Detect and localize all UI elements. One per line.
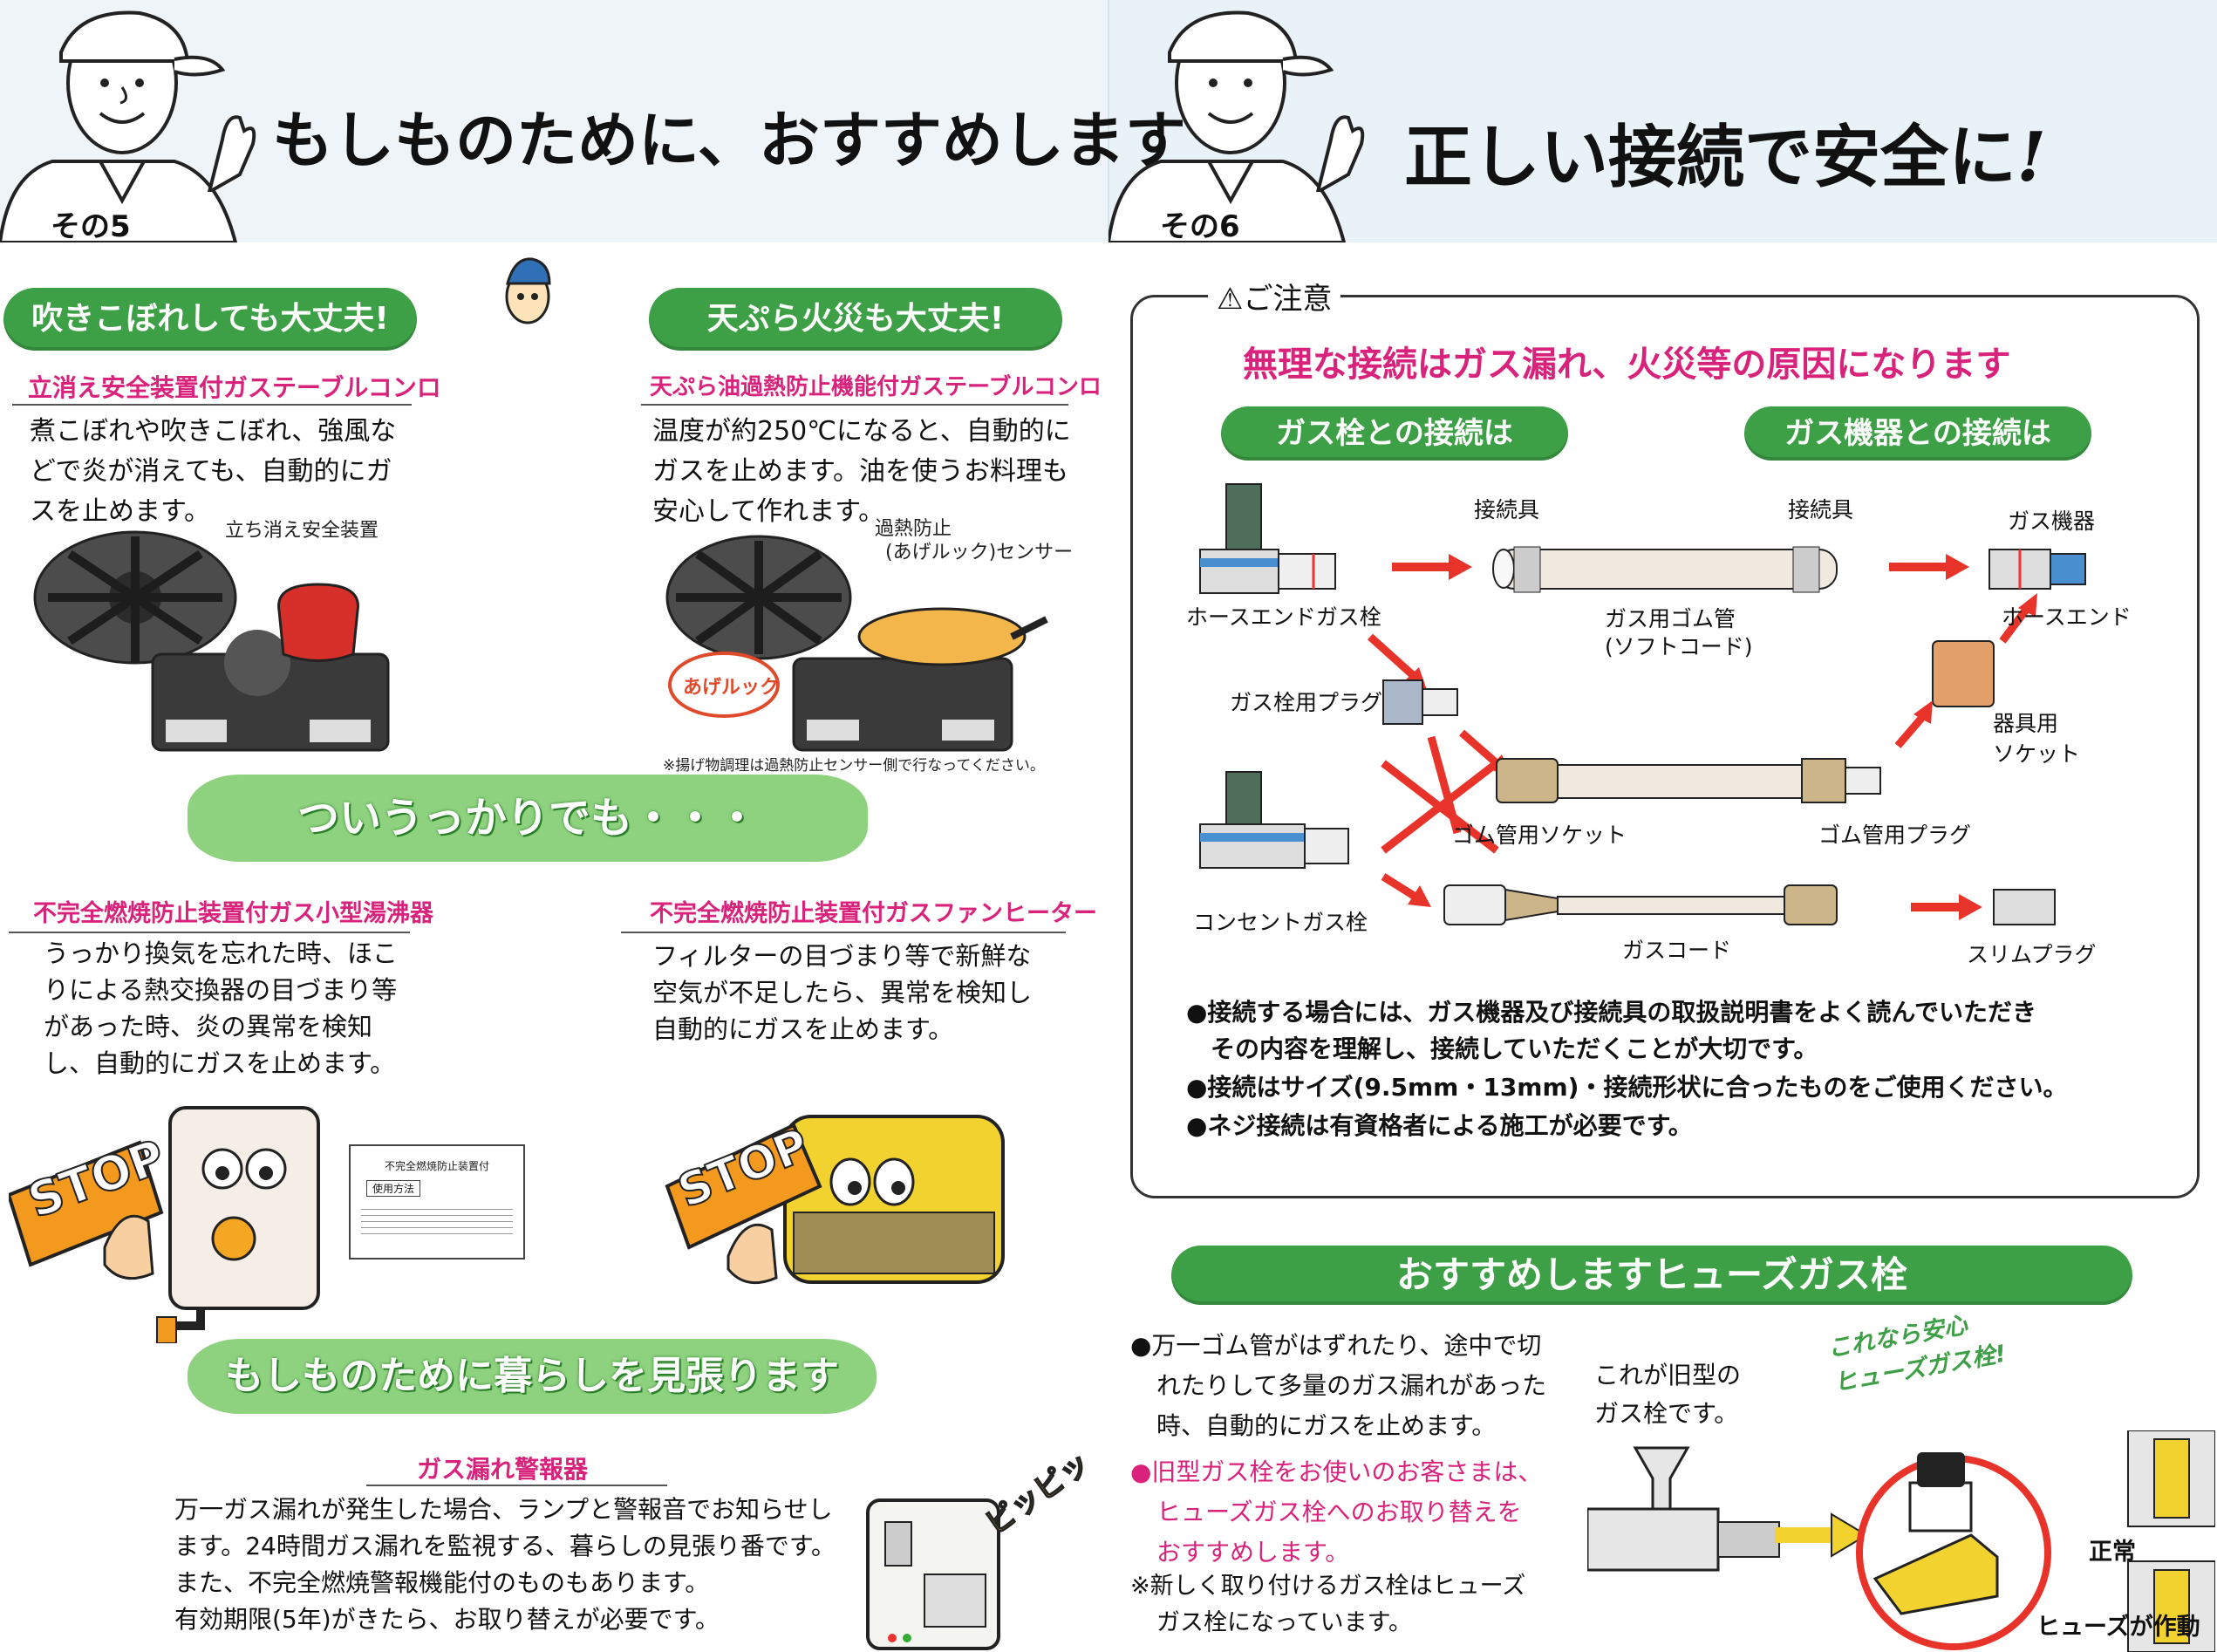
- water-heater-stop-illustration: [9, 1106, 320, 1343]
- section3-rule: [9, 932, 410, 933]
- gas-cord-label: ガスコード: [1622, 938, 1732, 963]
- right-page-title: 正しい接続で安全に!: [1404, 118, 2047, 197]
- appliance-connection-pill: ガス機器との接続は: [1744, 406, 2091, 461]
- fuse-active-label: ヒューズが作動: [2036, 1614, 2200, 1641]
- mascot-hand-right: [1315, 115, 1365, 192]
- gas-stove-illustration-2: [665, 535, 1048, 752]
- outlet-valve-label: コンセントガス栓: [1193, 910, 1368, 935]
- caution-box: [1130, 295, 2200, 1198]
- label-card-usage: 使用方法: [366, 1180, 421, 1197]
- hose-end-valve-label: ホースエンドガス栓: [1186, 604, 1381, 630]
- mini-mascot-icon: [505, 257, 551, 324]
- valve-plug-label: ガス栓用プラグ: [1230, 690, 1383, 715]
- section2-callout-1: 過熱防止: [875, 518, 952, 540]
- rubber-plug-label: ゴム管用プラグ: [1818, 823, 1972, 848]
- careless-banner: ついうっかりでも・・・: [188, 775, 868, 862]
- gas-stove-illustration-1: [33, 530, 390, 752]
- rubber-hose-label-1: ガス用ゴム管: [1605, 606, 1736, 631]
- gas-appliance-label: ガス機器: [2008, 509, 2096, 534]
- connection-diagram: [1199, 483, 2086, 925]
- caution-bullet-2: ●接続はサイズ(9.5mm・13mm)・接続形状に合ったものをご使用ください。: [1186, 1073, 2068, 1102]
- caution-headline: 無理な接続はガス漏れ、火災等の原因になります: [1243, 345, 2011, 385]
- tempura-safe-pill: 天ぷら火災も大丈夫!: [649, 288, 1062, 351]
- watch-banner: もしものために暮らしを見張ります: [188, 1339, 877, 1414]
- caution-bullet-3: ●ネジ接続は有資格者による施工が必要です。: [1186, 1111, 1693, 1140]
- agelook-badge: [668, 652, 780, 718]
- fuse-body-2: ●旧型ガス栓をお使いのお客さまは、ヒューズガス栓へのお取り替えをおすすめします。: [1130, 1457, 1543, 1567]
- label-card-title: 不完全燃焼防止装置付: [384, 1160, 489, 1172]
- section2-rule: [641, 404, 1068, 406]
- warning-label-card: 不完全燃焼防止装置付 使用方法: [349, 1144, 525, 1259]
- section-badge-6: その6: [1160, 209, 1240, 244]
- left-page-title: もしものために、おすすめします: [272, 104, 1186, 176]
- warning-triangle-icon: ⚠: [1217, 282, 1244, 317]
- valve-connection-pill: ガス栓との接続は: [1221, 406, 1568, 461]
- section1-rule: [12, 404, 412, 406]
- old-valve-label: これが旧型のガス栓です。: [1594, 1361, 1742, 1428]
- caution-bullet-1-cont: その内容を理解し、接続していただくことが大切です。: [1211, 1034, 1818, 1063]
- gas-leak-alarm-illustration: [866, 1498, 1000, 1650]
- section2-callout-2: (あげルック)センサー: [885, 542, 1074, 563]
- connector-right-label: 接続具: [1788, 497, 1854, 522]
- section5-body: 万一ガス漏れが発生した場合、ランプと警報音でお知らせします。24時間ガス漏れを監…: [174, 1495, 836, 1634]
- mascot-worker-right: [1108, 10, 1347, 242]
- fuse-valve-pill: おすすめしますヒューズガス栓: [1171, 1246, 2132, 1305]
- new-valve-label: これなら安心ヒューズガス栓!: [1825, 1311, 2009, 1397]
- mascot-worker-left: [0, 10, 238, 242]
- fan-heater-stop-illustration: [665, 1115, 1005, 1285]
- device-socket-label-1: 器具用: [1993, 711, 2059, 736]
- label-card-text-lines: [361, 1204, 513, 1235]
- section5-subtitle: ガス漏れ警報器: [417, 1455, 589, 1484]
- normal-state-label: 正常: [2089, 1539, 2136, 1566]
- page-divider: [1108, 0, 1109, 242]
- rubber-socket-label: ゴム管用ソケット: [1452, 823, 1627, 848]
- caution-bullet-1: ●接続する場合には、ガス機器及び接続具の取扱説明書をよく読んでいただき: [1186, 998, 2037, 1027]
- hose-end-label: ホースエンド: [2002, 604, 2132, 630]
- agelook-badge-text: あげルック: [683, 677, 780, 699]
- rubber-hose-label-2: (ソフトコード): [1605, 634, 1753, 659]
- section4-body: フィルターの目づまり等で新鮮な空気が不足したら、異常を検知し自動的にガスを止めま…: [652, 941, 1033, 1044]
- section1-callout: 立ち消え安全装置: [225, 520, 379, 542]
- section4-subtitle: 不完全燃焼防止装置付ガスファンヒーター: [650, 900, 1097, 927]
- section1-subtitle: 立消え安全装置付ガステーブルコンロ: [28, 373, 441, 402]
- fuse-body-3: ※新しく取り付けるガス栓はヒューズガス栓になっています。: [1130, 1573, 1526, 1636]
- section3-body: うっかり換気を忘れた時、ほこりによる熱交換器の目づまり等があった時、炎の異常を検…: [44, 939, 399, 1078]
- fuse-valve-illustration: [1587, 1430, 2215, 1652]
- spill-safe-pill: 吹きこぼれしても大丈夫!: [3, 288, 417, 351]
- section3-subtitle: 不完全燃焼防止装置付ガス小型湯沸器: [33, 900, 433, 927]
- section2-note: ※揚げ物調理は過熱防止センサー側で行なってください。: [663, 757, 1045, 775]
- fuse-body-1: ●万一ゴム管がはずれたり、途中で切れたりして多量のガス漏れがあった時、自動的にガ…: [1130, 1331, 1547, 1440]
- connector-left-label: 接続具: [1474, 497, 1540, 522]
- section-badge-5: その5: [51, 209, 131, 244]
- slim-plug-label: スリムプラグ: [1967, 942, 2097, 967]
- section2-body: 温度が約250℃になると、自動的にガスを止めます。油を使うお料理も安心して作れま…: [652, 416, 1071, 527]
- caution-label: ⚠ご注意: [1208, 275, 1341, 317]
- device-socket-label-2: ソケット: [1993, 741, 2081, 767]
- section2-subtitle: 天ぷら油過熱防止機能付ガステーブルコンロ: [650, 374, 1102, 400]
- section1-body: 煮こぼれや吹きこぼれ、強風などで炎が消えても、自動的にガスを止めます。: [30, 416, 397, 527]
- section4-rule: [621, 932, 1066, 933]
- mascot-hand-left: [207, 115, 256, 192]
- section5-rule: [366, 1485, 667, 1486]
